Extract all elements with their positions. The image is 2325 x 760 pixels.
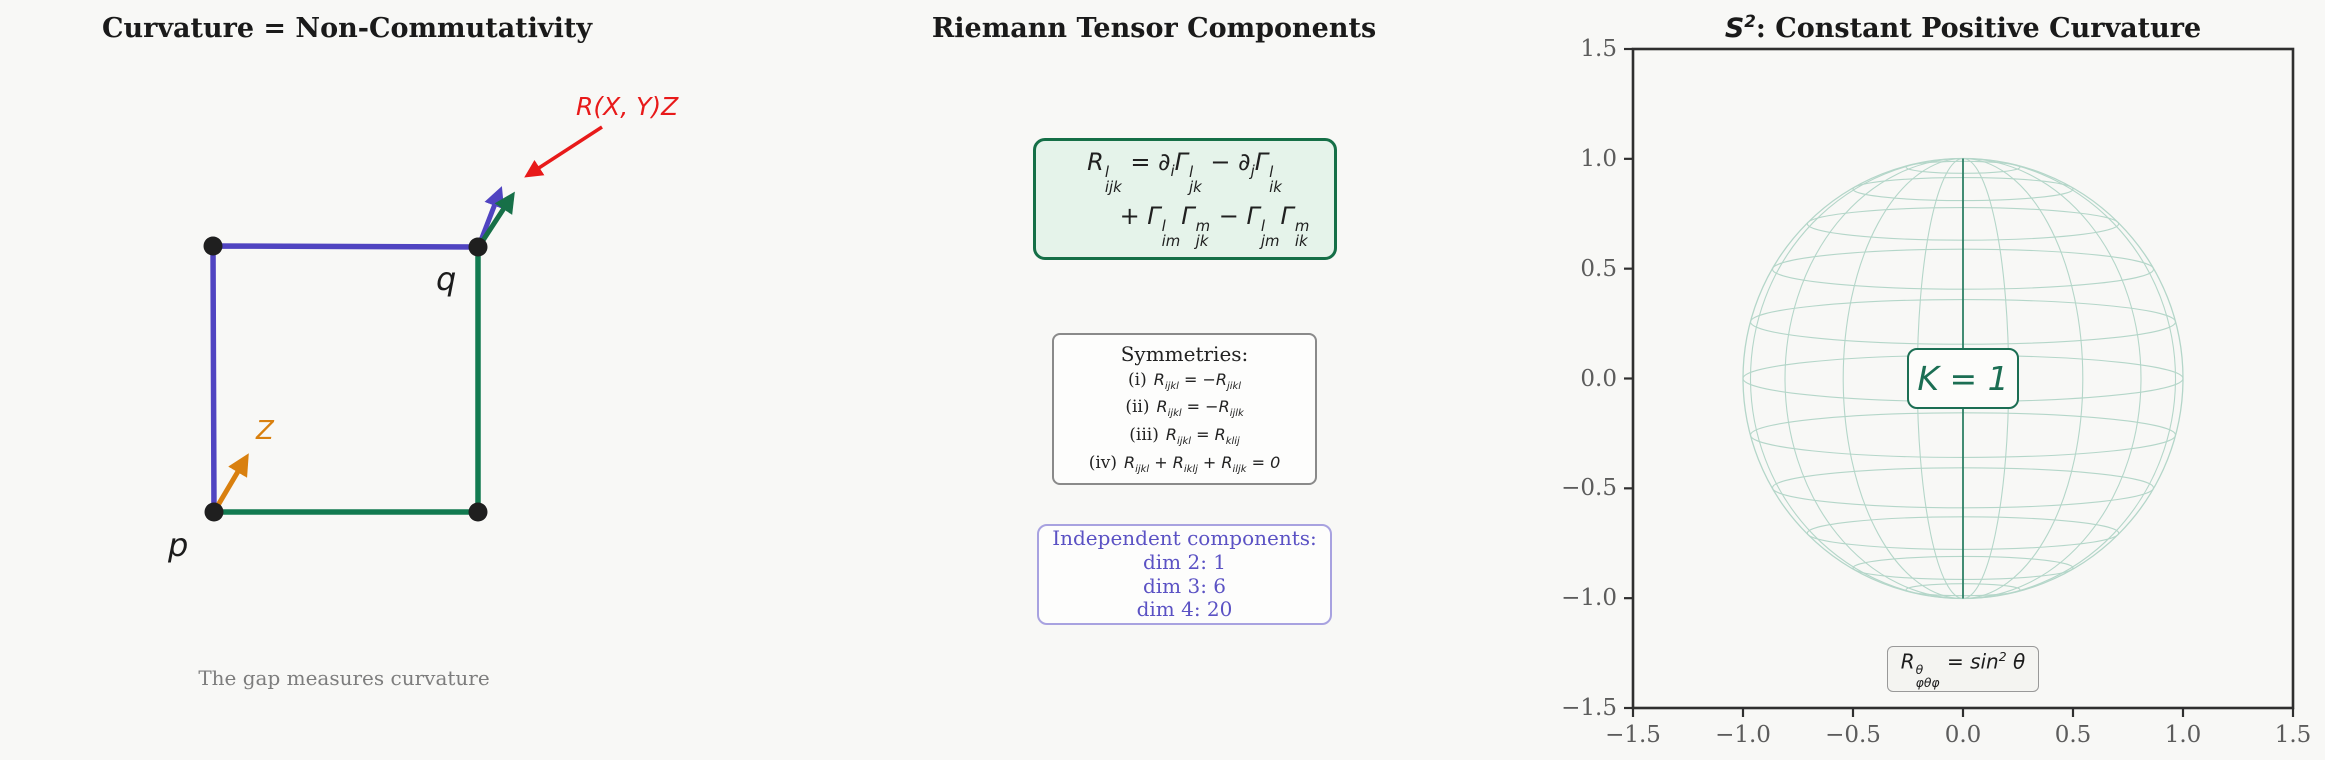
symmetry-formula: Rijkl = −Rijlk xyxy=(1156,397,1244,420)
symmetry-item: (ii) Rijkl = −Rijlk xyxy=(1054,394,1315,422)
symmetries-box: Symmetries: (i) Rijkl = −Rjikl (ii) Rijk… xyxy=(1052,333,1317,485)
symmetry-formula: Rijkl + Riklj + Riljk = 0 xyxy=(1124,452,1281,475)
symmetry-formula: Rijkl = −Rjikl xyxy=(1153,369,1241,393)
parallel-transport-diagram xyxy=(203,125,603,522)
symmetry-item: (i) Rijkl = −Rjikl xyxy=(1054,367,1315,395)
independent-components-heading: Independent components: xyxy=(1052,526,1317,551)
y-tick-label: −1.5 xyxy=(1561,695,1617,721)
right-title-math: S2 xyxy=(1724,11,1756,44)
x-tick-label: 1.0 xyxy=(2164,722,2202,748)
corner-dot-p xyxy=(204,502,224,522)
corner-dot-q xyxy=(468,237,488,257)
middle-panel-title: Riemann Tensor Components xyxy=(931,13,1377,44)
symmetry-formula: Rijkl = Rklij xyxy=(1165,425,1240,448)
z-vector-arrow xyxy=(211,453,249,514)
symmetry-item: (iii) Rijkl = Rklij xyxy=(1054,422,1315,450)
axis-ticks xyxy=(1624,47,2295,717)
symmetry-number: (i) xyxy=(1128,369,1147,390)
curvature-constant-label: K = 1 xyxy=(1917,359,2009,398)
y-tick-label: −0.5 xyxy=(1561,475,1617,502)
corner-dot-top-left xyxy=(203,236,223,256)
y-tick-label: 1.5 xyxy=(1580,36,1617,62)
y-tick-label: −1.0 xyxy=(1561,585,1617,612)
sphere-wireframe xyxy=(1742,157,2184,600)
x-tick-label: −1.5 xyxy=(1605,722,1661,748)
symmetry-item: (iv) Rijkl + Riklj + Riljk = 0 xyxy=(1054,450,1315,478)
independent-components-dim4: dim 4: 20 xyxy=(1136,597,1233,622)
curvature-vector-label: R(X, Y)Z xyxy=(576,92,679,121)
symmetry-number: (iii) xyxy=(1129,425,1159,445)
left-panel-title: Curvature = Non-Commutativity xyxy=(101,13,593,44)
x-tick-label: −0.5 xyxy=(1825,722,1881,748)
z-vector-label: Z xyxy=(256,416,274,446)
corner-dot-bottom-right xyxy=(468,502,488,522)
left-panel-caption: The gap measures curvature xyxy=(198,666,490,690)
x-tick-label: −1.0 xyxy=(1715,722,1771,748)
point-p-label: p xyxy=(168,526,189,564)
symmetries-heading: Symmetries: xyxy=(1120,341,1249,366)
right-panel-title: S2: Constant Positive Curvature xyxy=(1663,11,2263,44)
annotation-arrow xyxy=(524,125,603,178)
independent-components-box: Independent components: dim 2: 1 dim 3: … xyxy=(1037,524,1332,625)
symmetry-number: (ii) xyxy=(1125,397,1150,418)
transported-vector-green xyxy=(475,191,515,250)
independent-components-dim2: dim 2: 1 xyxy=(1142,549,1227,574)
independent-components-dim3: dim 3: 6 xyxy=(1142,573,1227,598)
x-tick-label: 1.5 xyxy=(2274,722,2312,748)
right-title-text: : Constant Positive Curvature xyxy=(1755,13,2202,44)
x-tick-label: 0.5 xyxy=(2054,722,2092,748)
y-tick-label: 0.0 xyxy=(1580,365,1617,392)
symmetry-number: (iv) xyxy=(1088,452,1117,473)
curvature-constant-box: K = 1 xyxy=(1907,348,2019,409)
plot-frame xyxy=(1631,47,2295,710)
x-tick-label: 0.0 xyxy=(1944,722,1982,748)
point-q-label: q xyxy=(436,260,457,298)
y-tick-label: 0.5 xyxy=(1580,255,1617,282)
y-tick-label: 1.0 xyxy=(1580,145,1617,172)
